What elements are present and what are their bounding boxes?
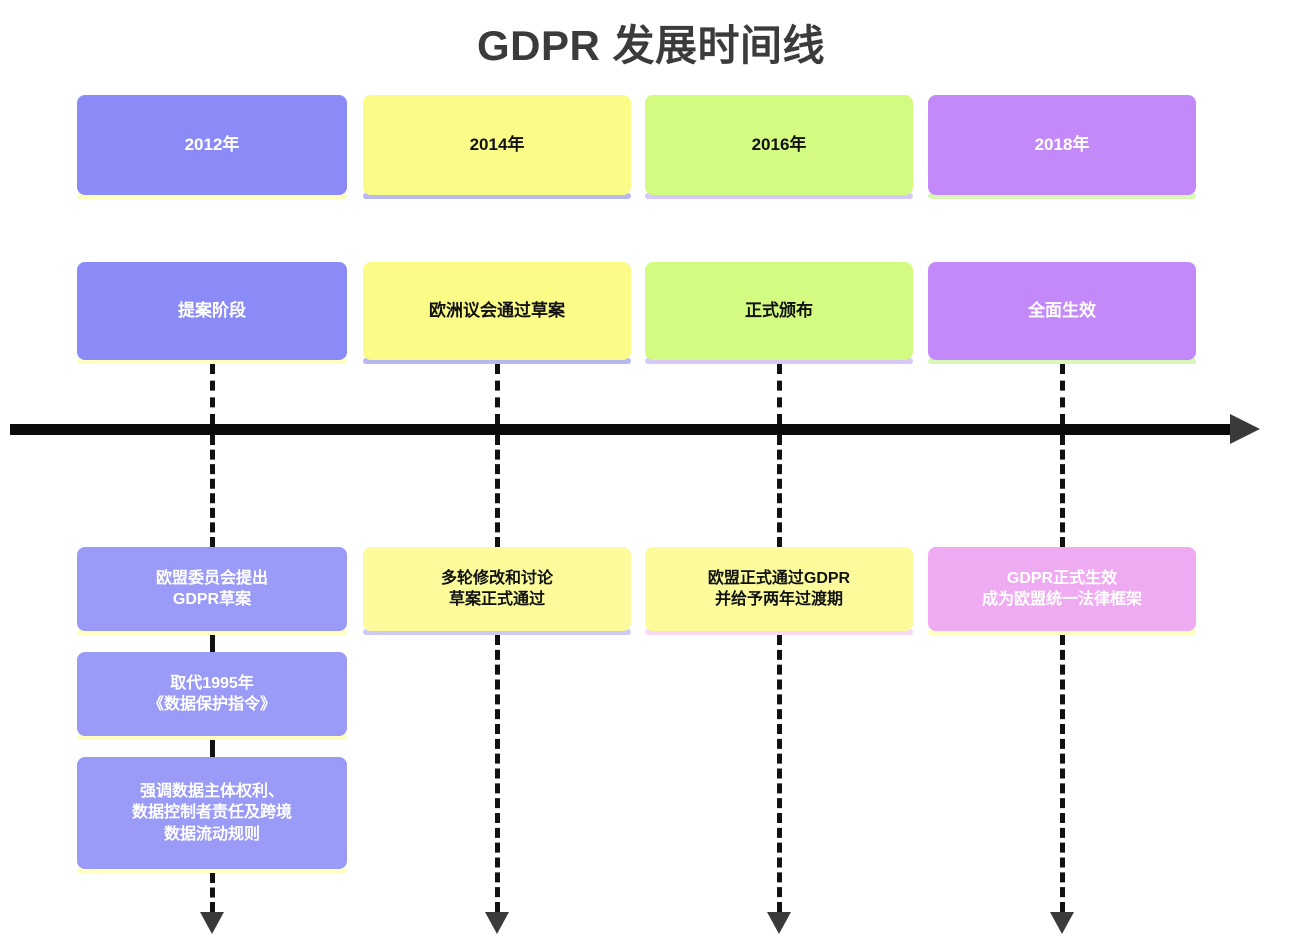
phase-box-col-2016[interactable]: 正式颁布 <box>645 262 913 360</box>
connector-col-2012-detail-2 <box>210 740 215 757</box>
detail-box-col-2012-0-shadow <box>77 629 347 635</box>
timeline-axis-line <box>10 424 1232 435</box>
down-arrowhead-col-2018 <box>1050 912 1074 934</box>
connector-col-2016-detail-0 <box>777 435 782 547</box>
connector-col-2016-tail <box>777 635 782 912</box>
connector-col-2018-detail-0 <box>1060 435 1065 547</box>
connector-col-2012-detail-0 <box>210 435 215 547</box>
phase-box-col-2016-shadow <box>645 358 913 364</box>
phase-box-col-2012-shadow <box>77 358 347 364</box>
down-arrowhead-col-2016 <box>767 912 791 934</box>
connector-col-2014-upper <box>495 364 500 424</box>
year-box-2016年[interactable]: 2016年 <box>645 95 913 195</box>
detail-box-col-2012-1[interactable]: 取代1995年 《数据保护指令》 <box>77 652 347 736</box>
detail-box-col-2014-0-shadow <box>363 629 631 635</box>
phase-box-col-2018-shadow <box>928 358 1196 364</box>
phase-box-col-2012[interactable]: 提案阶段 <box>77 262 347 360</box>
down-arrowhead-col-2014 <box>485 912 509 934</box>
phase-box-col-2014-shadow <box>363 358 631 364</box>
detail-box-col-2012-0[interactable]: 欧盟委员会提出 GDPR草案 <box>77 547 347 631</box>
year-box-2014年-shadow <box>363 193 631 199</box>
detail-box-col-2012-1-shadow <box>77 734 347 740</box>
timeline-axis-arrowhead <box>1230 414 1260 444</box>
detail-box-col-2018-0-shadow <box>928 629 1196 635</box>
year-box-2014年[interactable]: 2014年 <box>363 95 631 195</box>
connector-col-2018-upper <box>1060 364 1065 424</box>
year-box-2012年[interactable]: 2012年 <box>77 95 347 195</box>
detail-box-col-2018-0[interactable]: GDPR正式生效 成为欧盟统一法律框架 <box>928 547 1196 631</box>
phase-box-col-2018[interactable]: 全面生效 <box>928 262 1196 360</box>
detail-box-col-2012-2[interactable]: 强调数据主体权利、 数据控制者责任及跨境 数据流动规则 <box>77 757 347 869</box>
phase-box-col-2014[interactable]: 欧洲议会通过草案 <box>363 262 631 360</box>
connector-col-2014-tail <box>495 635 500 912</box>
detail-box-col-2016-0[interactable]: 欧盟正式通过GDPR 并给予两年过渡期 <box>645 547 913 631</box>
year-box-2018年-shadow <box>928 193 1196 199</box>
detail-box-col-2012-2-shadow <box>77 867 347 873</box>
detail-box-col-2014-0[interactable]: 多轮修改和讨论 草案正式通过 <box>363 547 631 631</box>
detail-box-col-2016-0-shadow <box>645 629 913 635</box>
connector-col-2012-detail-1 <box>210 635 215 652</box>
down-arrowhead-col-2012 <box>200 912 224 934</box>
year-box-2012年-shadow <box>77 193 347 199</box>
connector-col-2014-detail-0 <box>495 435 500 547</box>
connector-col-2012-upper <box>210 364 215 424</box>
connector-col-2018-tail <box>1060 635 1065 912</box>
year-box-2016年-shadow <box>645 193 913 199</box>
year-box-2018年[interactable]: 2018年 <box>928 95 1196 195</box>
page-title: GDPR 发展时间线 <box>476 22 825 69</box>
connector-col-2016-upper <box>777 364 782 424</box>
connector-col-2012-tail <box>210 873 215 912</box>
